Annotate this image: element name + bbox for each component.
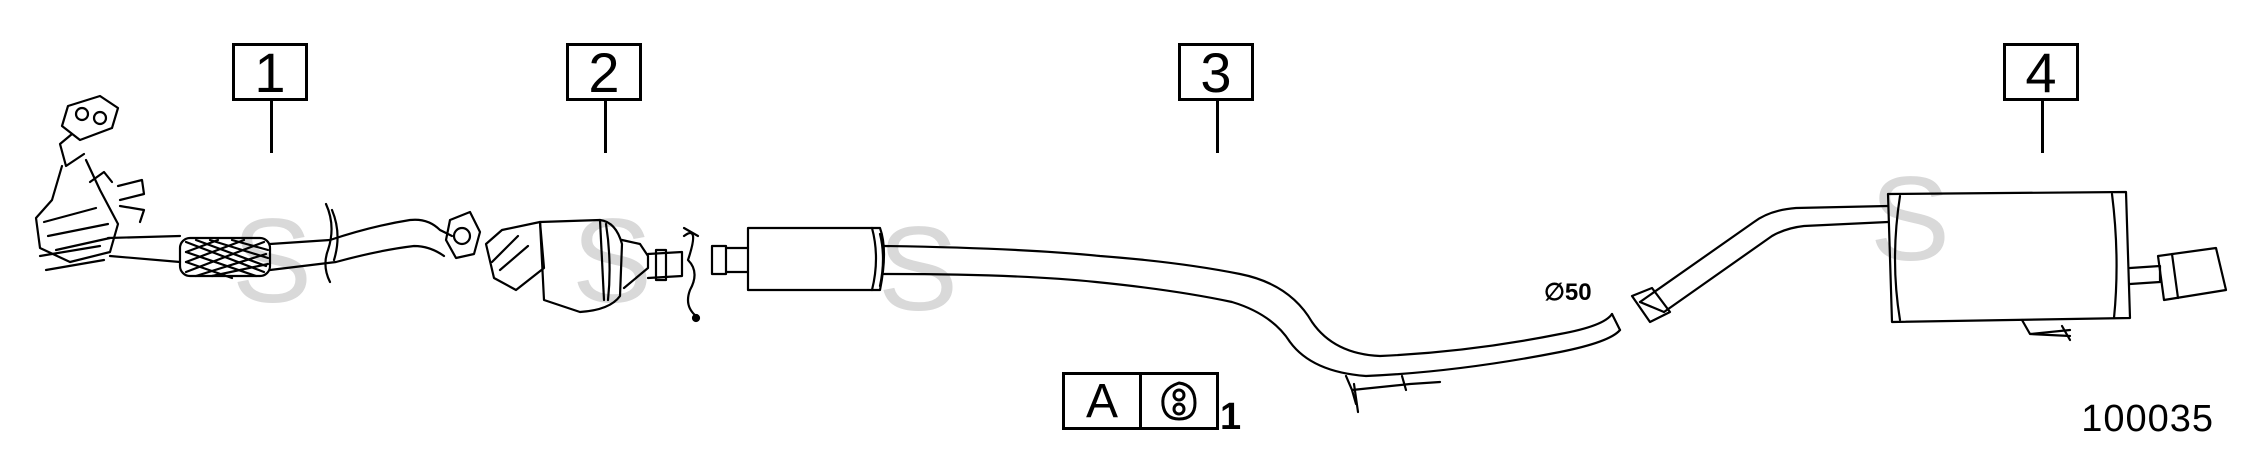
leader-line-1 [270,101,273,153]
callout-4: 4 [2003,41,2079,104]
rubber-hanger-icon [1139,375,1216,427]
part-2-catalytic-converter [484,218,701,323]
watermark-s: S [878,202,959,336]
leader-line-2 [604,101,607,153]
callout-4-label: 4 [2025,40,2057,104]
diameter-label: ∅50 [1544,279,1592,306]
part-3-intermediate-pipe [710,226,1622,414]
legend-box: A [1062,372,1219,430]
callout-2-label: 2 [588,40,620,104]
leader-line-4 [2041,101,2044,153]
callout-2: 2 [566,41,642,104]
callout-1-label: 1 [254,40,286,104]
callout-1: 1 [232,41,308,104]
part-4-rear-silencer [1630,190,2228,342]
callout-3: 3 [1178,41,1254,104]
watermark-s: S [572,194,653,328]
reference-number: 100035 [2081,398,2214,440]
leader-line-3 [1216,101,1219,153]
legend-quantity: 1 [1220,396,1242,438]
watermark-s: S [1870,152,1951,286]
part-1-manifold-downpipe [34,94,482,284]
legend-code: A [1085,374,1118,428]
callout-3-label: 3 [1200,40,1232,104]
